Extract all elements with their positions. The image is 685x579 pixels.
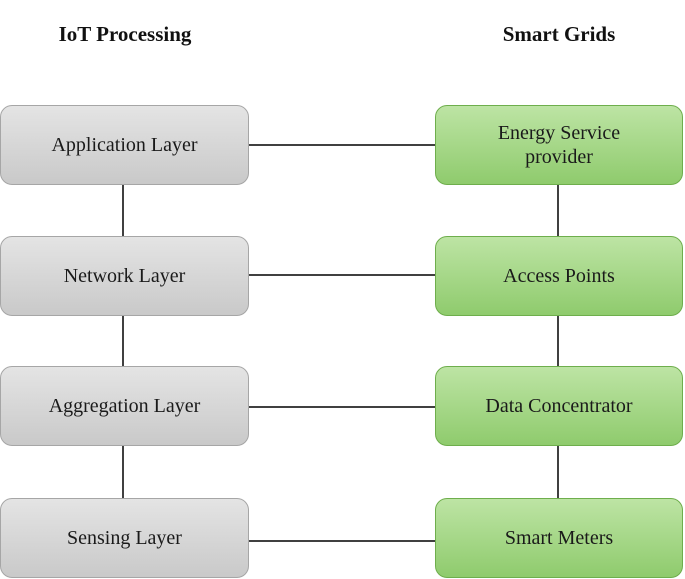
smart-meters-box: Smart Meters — [435, 498, 683, 578]
aggregation-layer-box: Aggregation Layer — [0, 366, 249, 446]
sensing-layer-box: Sensing Layer — [0, 498, 249, 578]
data-concentrator-box: Data Concentrator — [435, 366, 683, 446]
energy-service-provider-label: Energy Service provider — [497, 122, 621, 168]
iot-processing-heading: IoT Processing — [58, 22, 192, 46]
energy-service-provider-box: Energy Service provider — [435, 105, 683, 185]
smart-meters-label: Smart Meters — [504, 527, 614, 549]
access-points-label: Access Points — [503, 265, 615, 287]
application-layer-box: Application Layer — [0, 105, 249, 185]
sensing-layer-label: Sensing Layer — [67, 527, 182, 549]
aggregation-layer-label: Aggregation Layer — [48, 395, 201, 417]
application-layer-label: Application Layer — [51, 134, 198, 156]
smart-grids-heading: Smart Grids — [502, 22, 616, 46]
data-concentrator-label: Data Concentrator — [485, 395, 633, 417]
network-layer-box: Network Layer — [0, 236, 249, 316]
access-points-box: Access Points — [435, 236, 683, 316]
network-layer-label: Network Layer — [63, 265, 186, 287]
